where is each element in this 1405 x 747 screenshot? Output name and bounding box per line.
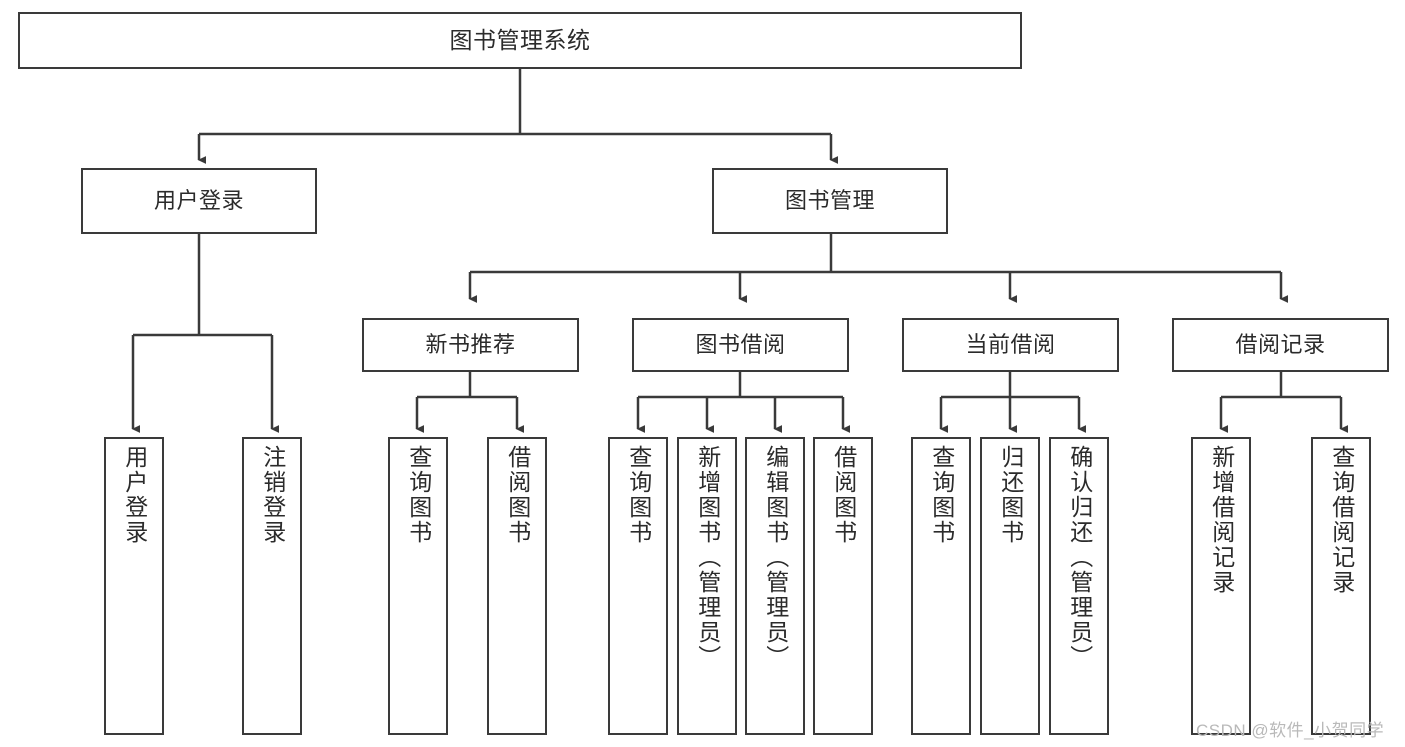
leaf-user-login-logout[interactable]: 注销登录 <box>242 437 302 735</box>
leaf-current-borrow-confirm-return[interactable]: 确认归还（管理员） <box>1049 437 1109 735</box>
node-book-borrow[interactable]: 图书借阅 <box>632 318 849 372</box>
node-label: 查询图书 <box>405 445 432 545</box>
node-label: 用户登录 <box>153 188 244 214</box>
node-root-book-management-system[interactable]: 图书管理系统 <box>18 12 1022 69</box>
leaf-user-login-login[interactable]: 用户登录 <box>104 437 164 735</box>
node-label: 确认归还（管理员） <box>1066 445 1093 670</box>
leaf-borrow-records-query-record[interactable]: 查询借阅记录 <box>1311 437 1371 735</box>
node-label: 图书管理 <box>784 188 875 214</box>
csdn-watermark: CSDN @软件_小贺同学 <box>1196 721 1385 740</box>
node-borrow-records[interactable]: 借阅记录 <box>1172 318 1389 372</box>
node-label: 新书推荐 <box>425 332 516 358</box>
leaf-book-borrow-query-book[interactable]: 查询图书 <box>608 437 668 735</box>
node-label: 编辑图书（管理员） <box>762 445 789 670</box>
node-label: 借阅记录 <box>1235 332 1326 358</box>
leaf-book-borrow-edit-book[interactable]: 编辑图书（管理员） <box>745 437 805 735</box>
leaf-new-book-query-book[interactable]: 查询图书 <box>388 437 448 735</box>
node-label: 借阅图书 <box>830 445 857 545</box>
node-label: 查询图书 <box>625 445 652 545</box>
node-label: 当前借阅 <box>965 332 1056 358</box>
leaf-new-book-borrow-book[interactable]: 借阅图书 <box>487 437 547 735</box>
node-label: 查询借阅记录 <box>1328 445 1355 595</box>
node-label: 图书管理系统 <box>449 27 591 54</box>
node-label: 图书借阅 <box>695 332 786 358</box>
node-label: 归还图书 <box>997 445 1024 545</box>
node-label: 借阅图书 <box>504 445 531 545</box>
node-label: 查询图书 <box>928 445 955 545</box>
leaf-current-borrow-query-book[interactable]: 查询图书 <box>911 437 971 735</box>
node-book-management[interactable]: 图书管理 <box>712 168 948 234</box>
node-current-borrow[interactable]: 当前借阅 <box>902 318 1119 372</box>
node-label: 注销登录 <box>259 445 286 545</box>
leaf-current-borrow-return-book[interactable]: 归还图书 <box>980 437 1040 735</box>
node-label: 新增图书（管理员） <box>694 445 721 670</box>
node-new-book-recommend[interactable]: 新书推荐 <box>362 318 579 372</box>
leaf-book-borrow-add-book[interactable]: 新增图书（管理员） <box>677 437 737 735</box>
leaf-book-borrow-borrow-book[interactable]: 借阅图书 <box>813 437 873 735</box>
node-user-login[interactable]: 用户登录 <box>81 168 317 234</box>
leaf-borrow-records-add-record[interactable]: 新增借阅记录 <box>1191 437 1251 735</box>
node-label: 用户登录 <box>121 445 148 545</box>
node-label: 新增借阅记录 <box>1208 445 1235 595</box>
